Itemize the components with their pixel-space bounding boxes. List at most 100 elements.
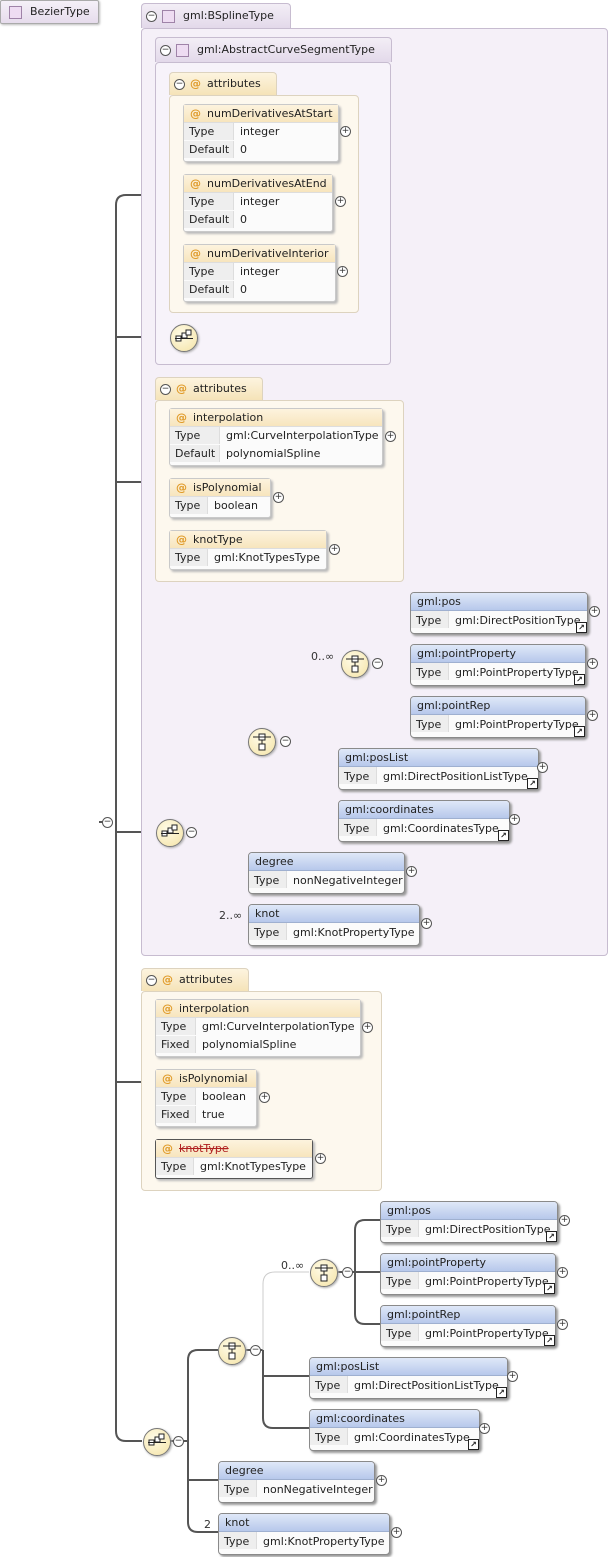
expand-plus-icon[interactable]: +: [385, 431, 396, 442]
root-type-name: BezierType: [30, 5, 90, 18]
type-value: integer: [240, 195, 280, 208]
sequence-compositor-icon[interactable]: [310, 1259, 338, 1287]
expand-plus-icon[interactable]: +: [329, 544, 340, 555]
attribute-name: numDerivativesAtEnd: [207, 177, 327, 190]
base-type-tab[interactable]: − gml:BSplineType: [141, 3, 291, 28]
restriction-attributes-tab[interactable]: −@attributes: [141, 968, 249, 991]
reference-arrow-icon: ↗: [496, 1387, 507, 1398]
type-value: gml:KnotTypesType: [200, 1160, 306, 1173]
root-type-node[interactable]: BezierType: [0, 0, 99, 24]
collapse-minus-icon[interactable]: −: [372, 658, 383, 669]
expand-plus-icon[interactable]: +: [315, 1153, 326, 1164]
type-label: Type: [156, 1088, 196, 1105]
collapse-minus-icon[interactable]: −: [160, 44, 171, 56]
inner-attributes-tab[interactable]: −@attributes: [169, 72, 277, 95]
expand-plus-icon[interactable]: +: [589, 606, 600, 617]
type-label: Type: [156, 1158, 194, 1175]
expand-plus-icon[interactable]: +: [479, 1423, 490, 1434]
expand-plus-icon[interactable]: +: [421, 918, 432, 929]
type-label: Type: [219, 1532, 257, 1549]
expand-plus-icon[interactable]: +: [406, 866, 417, 877]
occurrence-label: 2..∞: [219, 909, 243, 922]
type-value: gml:PointPropertyType: [425, 1327, 549, 1340]
element-name: gml:posList: [310, 1358, 507, 1376]
expand-plus-icon[interactable]: +: [362, 1022, 373, 1033]
reference-arrow-icon: ↗: [498, 830, 509, 841]
sequence-compositor-icon[interactable]: [156, 819, 184, 847]
type-label: Type: [249, 923, 287, 940]
collapse-minus-icon[interactable]: −: [174, 78, 185, 90]
expand-plus-icon[interactable]: +: [557, 1267, 568, 1278]
type-value: gml:KnotTypesType: [214, 551, 320, 564]
element-name: knot: [249, 905, 419, 923]
collapse-minus-icon[interactable]: −: [250, 1345, 261, 1356]
base-attributes-tab[interactable]: −@attributes: [155, 377, 263, 400]
expand-plus-icon[interactable]: +: [340, 126, 351, 137]
attribute-at-icon: @: [176, 533, 187, 546]
choice-compositor-icon[interactable]: [218, 1337, 246, 1365]
base-type-name: gml:BSplineType: [183, 9, 274, 22]
collapse-minus-icon[interactable]: −: [146, 10, 157, 22]
expand-plus-icon[interactable]: +: [559, 1215, 570, 1226]
element-name: degree: [249, 853, 404, 871]
type-value: gml:PointPropertyType: [455, 666, 579, 679]
expand-plus-icon[interactable]: +: [273, 492, 284, 503]
collapse-minus-icon[interactable]: −: [102, 817, 113, 828]
type-label: Type: [411, 715, 449, 732]
type-value: integer: [240, 125, 280, 138]
expand-plus-icon[interactable]: +: [587, 710, 598, 721]
choice-compositor-icon[interactable]: [248, 728, 276, 756]
expand-plus-icon[interactable]: +: [537, 762, 548, 773]
expand-plus-icon[interactable]: +: [337, 266, 348, 277]
expand-plus-icon[interactable]: +: [557, 1319, 568, 1330]
expand-plus-icon[interactable]: +: [259, 1092, 270, 1103]
sequence-compositor-icon[interactable]: [170, 324, 198, 352]
element-name: knot: [219, 1514, 389, 1532]
collapse-minus-icon[interactable]: −: [280, 736, 291, 747]
reference-arrow-icon: ↗: [574, 726, 585, 737]
sequence-compositor-icon[interactable]: [143, 1428, 171, 1456]
collapse-minus-icon[interactable]: −: [173, 1436, 184, 1447]
expand-plus-icon[interactable]: +: [587, 658, 598, 669]
collapse-minus-icon[interactable]: −: [186, 827, 197, 838]
expand-plus-icon[interactable]: +: [376, 1475, 387, 1486]
attribute-name: knotType: [179, 1142, 229, 1155]
collapse-minus-icon[interactable]: −: [146, 974, 157, 986]
type-label: Type: [156, 1018, 196, 1035]
element-card-knot[interactable]: knot Type gml:KnotPropertyType: [218, 1513, 390, 1555]
expand-plus-icon[interactable]: +: [391, 1527, 402, 1538]
attributes-label: attributes: [179, 973, 233, 986]
type-label: Type: [310, 1376, 348, 1393]
type-value: nonNegativeInteger: [263, 1483, 373, 1496]
expand-plus-icon[interactable]: +: [509, 814, 520, 825]
type-value: gml:KnotPropertyType: [263, 1535, 385, 1548]
collapse-minus-icon[interactable]: −: [342, 1267, 353, 1278]
collapse-minus-icon[interactable]: −: [160, 383, 171, 395]
expand-plus-icon[interactable]: +: [507, 1371, 518, 1382]
expand-plus-icon[interactable]: +: [335, 196, 346, 207]
sequence-compositor-icon[interactable]: [341, 650, 369, 678]
inner-base-tab[interactable]: −gml:AbstractCurveSegmentType: [155, 37, 392, 62]
